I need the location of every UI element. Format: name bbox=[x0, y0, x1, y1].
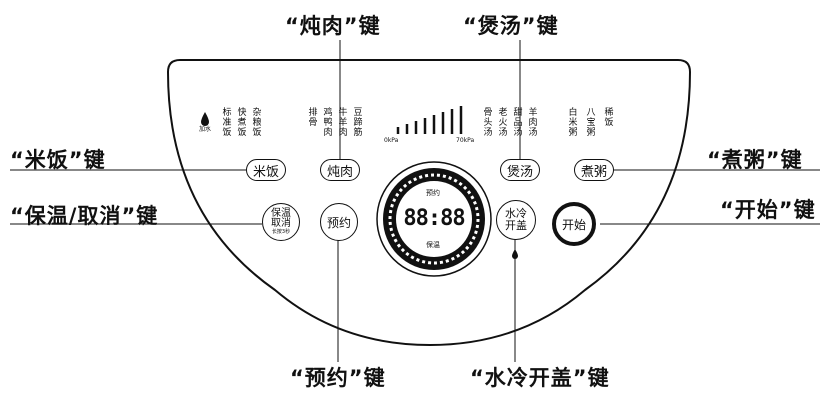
keepwarm-cancel-button[interactable]: 保温 取消 长按3秒 bbox=[262, 203, 300, 241]
meat-mode-4: 豆蹄筋 bbox=[353, 108, 363, 138]
porridge-mode-3: 稀饭 bbox=[604, 108, 614, 128]
meat-mode-1: 排骨 bbox=[308, 108, 318, 128]
cool-label-1: 水冷 bbox=[505, 207, 527, 220]
meat-mode-3: 牛羊肉 bbox=[338, 108, 348, 138]
cool-open-button[interactable]: 水冷 开盖 bbox=[496, 200, 536, 240]
keepwarm-label-2: 取消 bbox=[271, 218, 291, 229]
callout-preset: “预约”键 bbox=[290, 366, 386, 390]
preset-button[interactable]: 预约 bbox=[320, 203, 358, 241]
callout-soup: “煲汤”键 bbox=[463, 14, 559, 38]
display-top-label: 预约 bbox=[426, 189, 440, 197]
callout-rice: “米饭”键 bbox=[10, 148, 106, 172]
panel-outline bbox=[166, 59, 692, 347]
rice-mode-2: 快煮饭 bbox=[237, 108, 247, 138]
keepwarm-sublabel: 长按3秒 bbox=[271, 229, 291, 235]
porridge-mode-1: 白米粥 bbox=[568, 108, 578, 138]
display-bottom-label: 保温 bbox=[426, 241, 440, 249]
soup-button[interactable]: 煲汤 bbox=[500, 159, 540, 181]
pressure-max: 70kPa bbox=[456, 137, 475, 144]
pressure-min: 0kPa bbox=[384, 137, 399, 144]
cool-label-2: 开盖 bbox=[505, 219, 527, 232]
water-drop-icon bbox=[201, 112, 209, 126]
display-digits: 88:88 bbox=[403, 206, 465, 231]
rice-mode-3: 杂粮饭 bbox=[252, 108, 262, 138]
water-add-label: 加水 bbox=[199, 126, 212, 133]
callout-stew: “炖肉”键 bbox=[285, 14, 381, 38]
drop-indicator-icon bbox=[512, 249, 518, 259]
porridge-mode-2: 八宝粥 bbox=[586, 108, 596, 138]
callout-porridge: “煮粥”键 bbox=[707, 148, 803, 172]
rice-button[interactable]: 米饭 bbox=[246, 159, 286, 181]
callout-keepwarm: “保温/取消”键 bbox=[10, 204, 159, 228]
stew-button[interactable]: 炖肉 bbox=[320, 159, 360, 181]
central-dial bbox=[376, 161, 492, 277]
soup-mode-1: 骨头汤 bbox=[483, 108, 493, 138]
soup-mode-3: 甜品汤 bbox=[513, 108, 523, 138]
callout-coolopen: “水冷开盖”键 bbox=[470, 366, 610, 390]
callout-start: “开始”键 bbox=[720, 198, 816, 222]
keepwarm-label-1: 保温 bbox=[271, 208, 291, 219]
start-button[interactable]: 开始 bbox=[552, 202, 596, 246]
rice-mode-1: 标准饭 bbox=[222, 108, 232, 138]
soup-mode-4: 羊肉汤 bbox=[528, 108, 538, 138]
pressure-bars bbox=[396, 106, 463, 134]
soup-mode-2: 老火汤 bbox=[498, 108, 508, 138]
porridge-button[interactable]: 煮粥 bbox=[574, 159, 614, 181]
meat-mode-2: 鸡鸭肉 bbox=[323, 108, 333, 138]
